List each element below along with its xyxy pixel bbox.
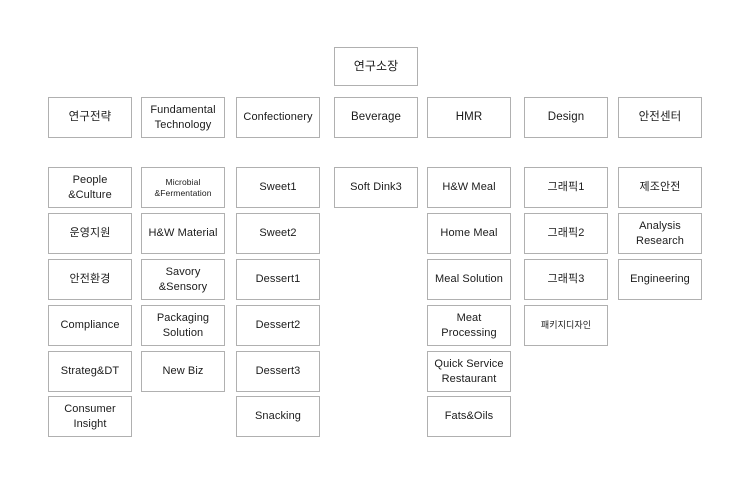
- department-node-box-design[interactable]: Design: [524, 97, 608, 138]
- team-node-box-fats-and-oils[interactable]: Fats&Oils: [427, 396, 511, 437]
- department-node-label: Confectionery: [243, 111, 313, 124]
- team-node-label: Dessert2: [255, 319, 301, 332]
- department-node-label: Fundamental Technology: [150, 104, 216, 131]
- team-node-label: Quick Service Restaurant: [434, 358, 504, 385]
- department-node-box-연구전략[interactable]: 연구전략: [48, 97, 132, 138]
- team-node-label: 패키지디자인: [540, 319, 592, 330]
- team-node-box-sweet1[interactable]: Sweet1: [236, 167, 320, 208]
- team-node-label: Consumer Insight: [64, 403, 116, 430]
- team-node-box-그래픽2[interactable]: 그래픽2: [524, 213, 608, 254]
- team-node-box-안전환경[interactable]: 안전환경: [48, 259, 132, 300]
- team-node-label: Soft Dink3: [350, 181, 402, 194]
- team-node-label: 제조안전: [639, 181, 681, 194]
- department-node-label: HMR: [455, 111, 483, 124]
- team-node-label: Dessert3: [255, 365, 301, 378]
- department-node-label: 안전센터: [638, 111, 682, 124]
- team-node-box-meat-processing[interactable]: Meat Processing: [427, 305, 511, 346]
- department-node-label: Beverage: [350, 111, 402, 124]
- team-node-box-home-meal[interactable]: Home Meal: [427, 213, 511, 254]
- team-node-box-savory-and-sensory[interactable]: Savory &Sensory: [141, 259, 225, 300]
- team-node-box-consumer-insight[interactable]: Consumer Insight: [48, 396, 132, 437]
- team-node-box-그래픽3[interactable]: 그래픽3: [524, 259, 608, 300]
- root-node-label: 연구소장: [353, 58, 399, 73]
- team-node-label: Fats&Oils: [444, 410, 494, 423]
- root-node-box-연구소장[interactable]: 연구소장: [334, 47, 418, 86]
- team-node-box-패키지디자인[interactable]: 패키지디자인: [524, 305, 608, 346]
- team-node-label: Snacking: [254, 410, 302, 423]
- department-node-box-hmr[interactable]: HMR: [427, 97, 511, 138]
- department-node-box-안전센터[interactable]: 안전센터: [618, 97, 702, 138]
- team-node-box-meal-solution[interactable]: Meal Solution: [427, 259, 511, 300]
- team-node-box-compliance[interactable]: Compliance: [48, 305, 132, 346]
- team-node-box-dessert3[interactable]: Dessert3: [236, 351, 320, 392]
- team-node-label: Sweet1: [259, 181, 297, 194]
- department-node-box-fundamental-technology[interactable]: Fundamental Technology: [141, 97, 225, 138]
- team-node-box-microbial-and-fermentation[interactable]: Microbial &Fermentation: [141, 167, 225, 208]
- team-node-box-제조안전[interactable]: 제조안전: [618, 167, 702, 208]
- team-node-box-engineering[interactable]: Engineering: [618, 259, 702, 300]
- team-node-box-soft-dink3[interactable]: Soft Dink3: [334, 167, 418, 208]
- team-node-label: Meal Solution: [435, 273, 503, 286]
- team-node-box-snacking[interactable]: Snacking: [236, 396, 320, 437]
- team-node-box-new-biz[interactable]: New Biz: [141, 351, 225, 392]
- department-node-label: 연구전략: [68, 111, 112, 124]
- team-node-label: People &Culture: [68, 174, 112, 201]
- team-node-label: H&W Material: [148, 227, 218, 240]
- team-node-label: Sweet2: [259, 227, 297, 240]
- team-node-label: New Biz: [162, 365, 204, 378]
- team-node-label: Microbial &Fermentation: [154, 176, 212, 198]
- team-node-label: Compliance: [60, 319, 120, 332]
- department-node-box-beverage[interactable]: Beverage: [334, 97, 418, 138]
- team-node-box-그래픽1[interactable]: 그래픽1: [524, 167, 608, 208]
- team-node-label: Strateg&DT: [60, 365, 120, 378]
- team-node-label: 그래픽1: [547, 181, 585, 194]
- team-node-box-people-and-culture[interactable]: People &Culture: [48, 167, 132, 208]
- team-node-label: Engineering: [630, 273, 690, 286]
- team-node-label: Savory &Sensory: [158, 266, 208, 293]
- team-node-label: Home Meal: [440, 227, 498, 240]
- team-node-box-dessert1[interactable]: Dessert1: [236, 259, 320, 300]
- team-node-box-quick-service-restaurant[interactable]: Quick Service Restaurant: [427, 351, 511, 392]
- team-node-label: Packaging Solution: [156, 312, 210, 339]
- team-node-box-analysis-research[interactable]: Analysis Research: [618, 213, 702, 254]
- team-node-label: 그래픽2: [547, 227, 585, 240]
- team-node-label: 그래픽3: [547, 273, 585, 286]
- team-node-box-sweet2[interactable]: Sweet2: [236, 213, 320, 254]
- team-node-box-h-and-w-material[interactable]: H&W Material: [141, 213, 225, 254]
- team-node-label: Analysis Research: [636, 220, 684, 247]
- team-node-box-strateg-and-dt[interactable]: Strateg&DT: [48, 351, 132, 392]
- department-node-box-confectionery[interactable]: Confectionery: [236, 97, 320, 138]
- team-node-box-운영지원[interactable]: 운영지원: [48, 213, 132, 254]
- team-node-box-dessert2[interactable]: Dessert2: [236, 305, 320, 346]
- team-node-label: 운영지원: [69, 227, 111, 240]
- team-node-box-packaging-solution[interactable]: Packaging Solution: [141, 305, 225, 346]
- department-node-label: Design: [547, 111, 585, 124]
- team-node-label: H&W Meal: [442, 181, 496, 194]
- team-node-label: Dessert1: [255, 273, 301, 286]
- team-node-label: Meat Processing: [441, 312, 497, 339]
- team-node-label: 안전환경: [69, 273, 111, 286]
- team-node-box-h-and-w-meal[interactable]: H&W Meal: [427, 167, 511, 208]
